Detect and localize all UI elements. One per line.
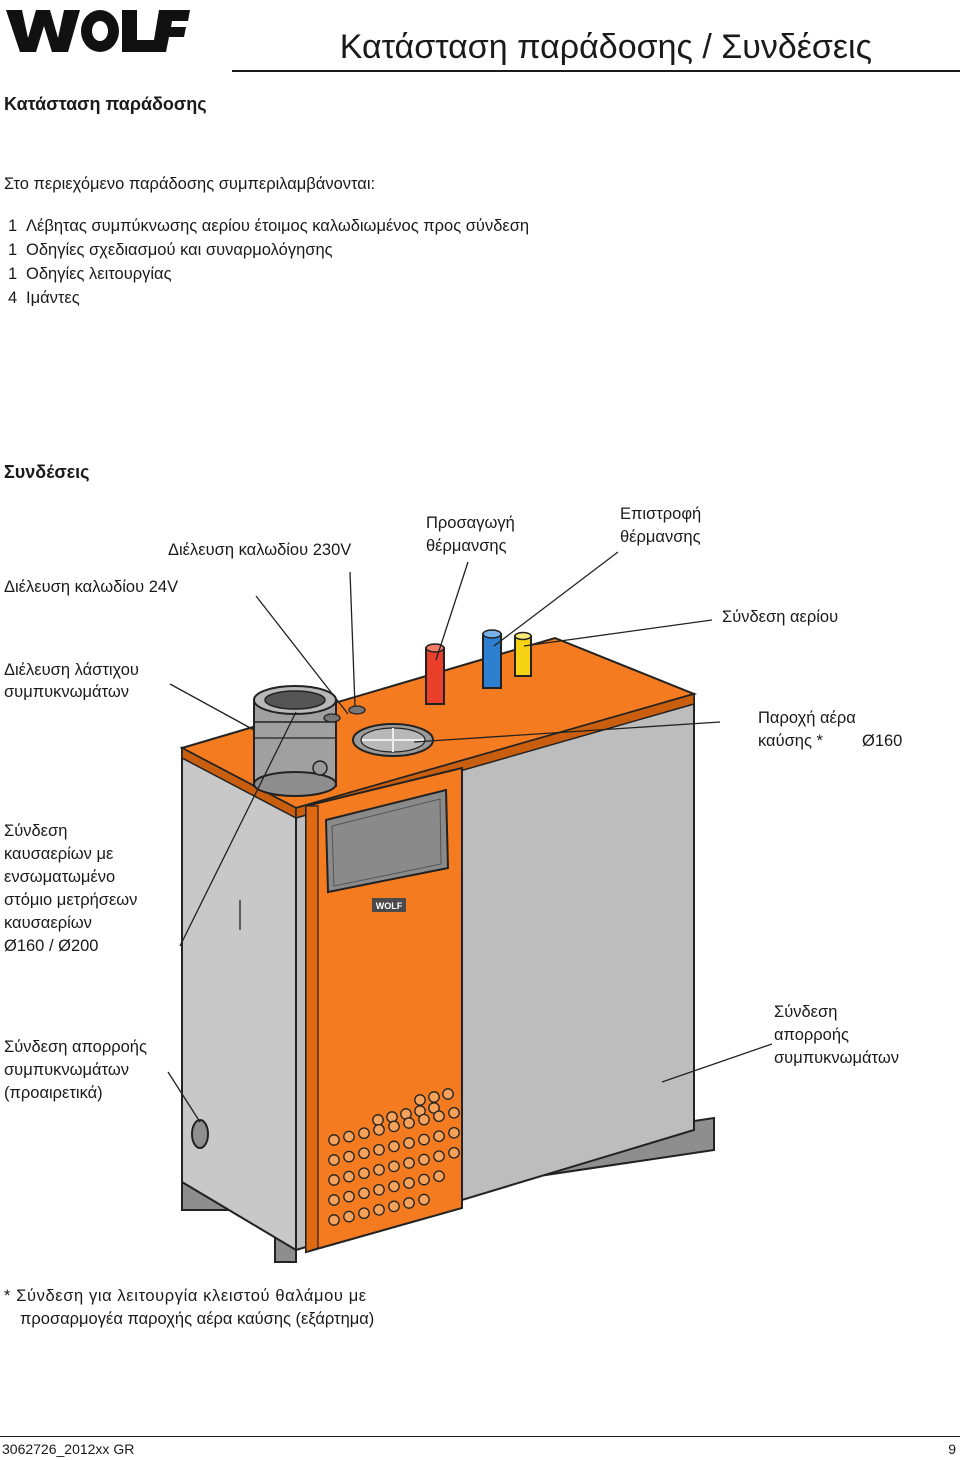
footer-rule [0, 1436, 960, 1437]
vent-hole [343, 1150, 355, 1163]
vent-hole [403, 1177, 415, 1189]
vent-hole [373, 1183, 385, 1196]
page-number: 9 [948, 1441, 956, 1457]
label-flue-2: καυσαερίων με [4, 845, 114, 863]
vent-hole [433, 1150, 445, 1163]
vent-hole [388, 1160, 400, 1173]
vent-hole [388, 1120, 400, 1133]
label-combustion-air-2: καύσης * [758, 732, 824, 750]
vent-hole [388, 1200, 400, 1213]
label-drain-opt-2: συμπυκνωμάτων [4, 1061, 129, 1079]
label-combustion-air-1: Παροχή αέρα [758, 709, 856, 727]
page-title: Κατάσταση παράδοσης / Συνδέσεις [339, 28, 872, 66]
label-cable-230v: Διέλευση καλωδίου 230V [168, 541, 351, 559]
vent-hole [418, 1173, 430, 1186]
label-heating-supply-1: Προσαγωγή [426, 514, 515, 532]
vent-hole [428, 1091, 440, 1103]
vent-hole [343, 1210, 355, 1223]
label-condensate-hose-1: Διέλευση λάστιχου [4, 661, 139, 679]
vent-hole [358, 1127, 370, 1140]
title-rule [232, 70, 960, 72]
delivery-intro: Στο περιεχόμενο παράδοσης συμπεριλαμβάνο… [4, 175, 376, 193]
doc-code: 3062726_2012xx GR [2, 1441, 135, 1457]
delivery-heading: Κατάσταση παράδοσης [4, 94, 207, 114]
boiler-left-side [181, 746, 297, 1252]
label-condensate-hose-2: συμπυκνωμάτων [4, 683, 129, 701]
label-gas: Σύνδεση αερίου [722, 608, 838, 626]
label-drain-opt-3: (προαιρετικά) [4, 1084, 103, 1102]
label-drain-2: απορροής [774, 1026, 849, 1044]
vent-hole [414, 1094, 426, 1106]
label-drain-1: Σύνδεση [774, 1003, 837, 1021]
vent-hole [358, 1147, 370, 1160]
footnote-line-2: προσαρμογέα παροχής αέρα καύσης (εξάρτημ… [20, 1310, 375, 1328]
vent-hole [418, 1153, 430, 1166]
label-flue-4: στόμιο μετρήσεων [4, 891, 137, 909]
vent-hole [328, 1194, 340, 1206]
panel-logo: WOLF [376, 901, 403, 911]
vent-hole [448, 1146, 460, 1159]
heating-return-pipe [482, 629, 502, 689]
vent-hole [433, 1110, 445, 1123]
vent-hole [386, 1111, 398, 1123]
vent-hole [388, 1140, 400, 1153]
door-window [324, 788, 450, 894]
vent-hole [418, 1193, 430, 1206]
vent-hole [373, 1203, 385, 1216]
vent-hole [358, 1167, 370, 1180]
label-heating-supply-2: θέρμανσης [426, 537, 507, 555]
connections-heading: Συνδέσεις [4, 462, 90, 482]
label-flue-1: Σύνδεση [4, 822, 67, 840]
vent-hole [448, 1106, 460, 1119]
vent-hole [403, 1197, 415, 1209]
vent-hole [358, 1187, 370, 1200]
vent-hole [373, 1163, 385, 1176]
label-heating-return-1: Επιστροφή [620, 505, 701, 523]
vent-hole [442, 1088, 454, 1100]
footnote-line-1: * Σύνδεση για λειτουργία κλειστού θαλάμο… [4, 1287, 367, 1305]
label-drain-opt-1: Σύνδεση απορροής [4, 1038, 147, 1056]
vent-hole [403, 1157, 415, 1169]
vent-hole [372, 1114, 384, 1126]
label-heating-return-2: θέρμανσης [620, 528, 701, 546]
vent-hole [328, 1154, 340, 1166]
label-drain-3: συμπυκνωμάτων [774, 1049, 899, 1067]
vent-hole [433, 1170, 445, 1183]
vent-hole [328, 1174, 340, 1186]
vent-hole [343, 1170, 355, 1183]
vent-hole [373, 1143, 385, 1156]
vent-hole [373, 1123, 385, 1136]
label-combustion-air-3: Ø160 [862, 732, 902, 750]
vent-grid [328, 1088, 460, 1226]
vent-hole [448, 1126, 460, 1139]
label-cable-24v: Διέλευση καλωδίου 24V [4, 578, 178, 596]
vent-hole [388, 1180, 400, 1193]
label-flue-3: ενσωματωμένο [4, 868, 115, 886]
heating-supply-pipe [425, 643, 445, 705]
label-flue-6: Ø160 / Ø200 [4, 937, 98, 955]
vent-hole [328, 1214, 340, 1226]
vent-hole [358, 1207, 370, 1220]
vent-hole [343, 1130, 355, 1143]
vent-hole [328, 1134, 340, 1146]
wolf-logo [4, 6, 190, 56]
vent-hole [403, 1117, 415, 1129]
vent-hole [343, 1190, 355, 1203]
label-flue-5: καυσαερίων [4, 914, 92, 932]
vent-hole [418, 1113, 430, 1126]
gas-pipe [514, 631, 532, 677]
vent-hole [433, 1130, 445, 1143]
vent-hole [403, 1137, 415, 1149]
vent-hole [418, 1133, 430, 1146]
